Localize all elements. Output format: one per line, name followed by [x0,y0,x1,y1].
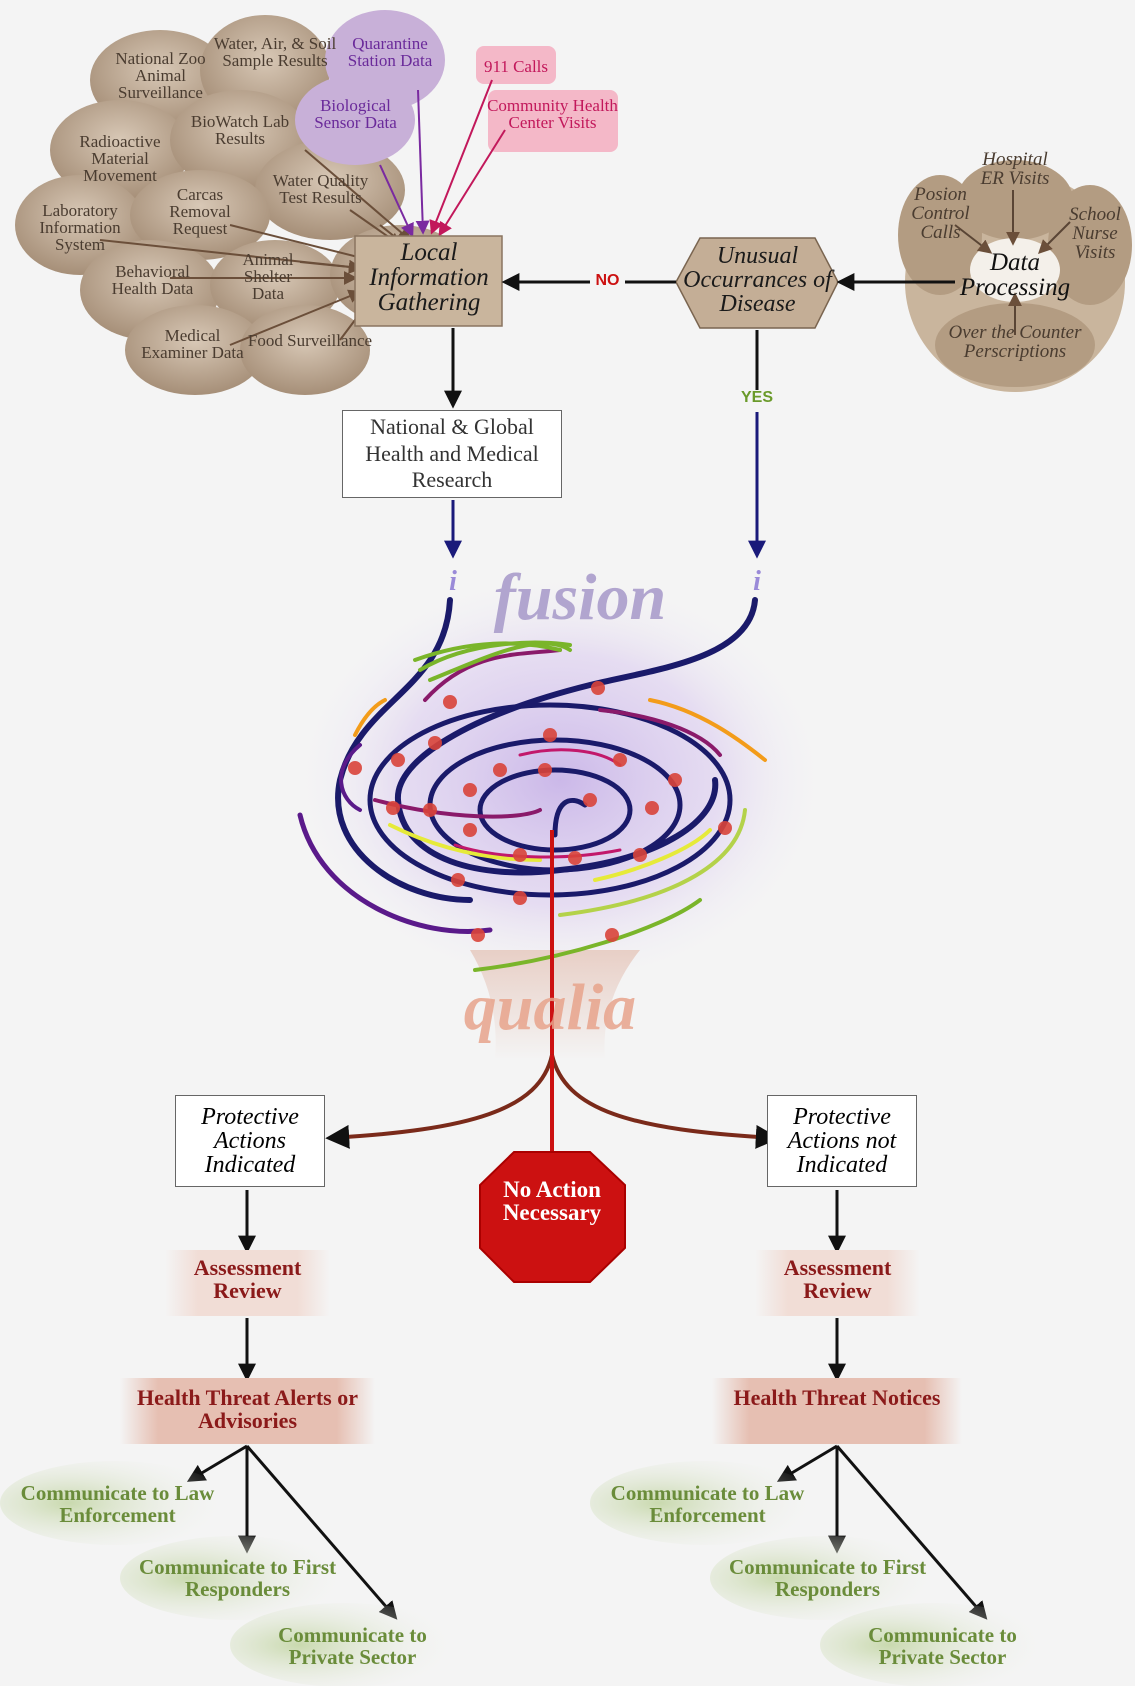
dp-hospital-label: Hospital ER Visits [980,149,1050,189]
dp-otc-label: Over the Counter Perscriptions [948,322,1082,362]
left-comm-arrows [186,1444,398,1620]
dp-center-label: Data Processing [959,249,1071,301]
right-comm1-label: Communicate to Law Enforcement [610,1481,805,1528]
source-911: 911 Calls [483,57,549,76]
left-threat-label: Health Threat Alerts or Advisories [137,1385,358,1434]
source-water-quality: Water Quality Test Results [272,171,369,207]
source-zoo: National Zoo Animal Surveillance [115,49,206,102]
research-box: National & Global Health and Medical Res… [342,410,562,498]
fusion-label: fusion [493,561,667,634]
source-cluster [15,10,618,395]
left-assessment-label: Assessment Review [193,1255,302,1304]
yes-label: YES [740,389,773,406]
source-lab-info: Laboratory Information System [39,201,121,254]
right-threat-label: Health Threat Notices [733,1385,941,1410]
left-threat-bg [120,1378,375,1444]
left-decision-label: Protective Actions Indicated [201,1104,299,1178]
qualia-stem [470,950,640,1060]
right-comm-arrows [776,1444,988,1620]
dp-school-label: School Nurse Visits [1069,204,1121,263]
source-biological: Biological Sensor Data [314,96,397,132]
source-water-air: Water, Air, & Soil Sample Results [213,34,337,70]
source-medical-examiner: Medical Examiner Data [141,326,244,362]
dp-arrows [954,190,1071,335]
right-comm2-bg [710,1536,940,1620]
local-gathering-label: Local Information Gathering [369,239,489,316]
source-arrows [99,149,413,346]
source-radioactive: Radioactive Material Movement [79,132,161,185]
right-comm1-bg [590,1461,820,1545]
research-info-mark: i [449,566,457,597]
source-biowatch: BioWatch Lab Results [190,112,290,148]
left-comm3-bg [230,1603,460,1686]
dp-poison-label: Posion Control Calls [911,184,970,243]
source-behavioral: Behavioral Health Data [111,262,194,298]
source-food: Food Surveillance [247,331,373,350]
source-community: Community Health Center Visits [487,96,618,132]
left-comm2-label: Communicate to First Responders [138,1555,337,1602]
output-split [325,830,780,1176]
local-gathering-box [354,235,503,327]
source-animal-shelter: Animal Shelter Data [242,250,294,303]
qualia-label: qualia [463,971,637,1044]
left-comm1-label: Communicate to Law Enforcement [20,1481,215,1528]
stop-sign [479,1151,626,1283]
right-assessment-bg [755,1250,920,1316]
data-processing-clover [898,160,1132,392]
source-quarantine: Quarantine Station Data [347,34,433,70]
right-comm3-bg [820,1603,1050,1686]
left-decision-box: Protective Actions Indicated [175,1095,325,1187]
right-decision-label: Protective Actions not Indicated [787,1104,897,1178]
right-assessment-label: Assessment Review [783,1255,892,1304]
fusion-glow [290,570,830,990]
fusion-nodes [348,681,732,942]
left-comm2-bg [120,1536,350,1620]
left-assessment-bg [165,1250,330,1316]
source-carcas: Carcas Removal Request [169,185,231,238]
unusual-label: Unusual Occurrances of Disease [683,243,832,317]
left-comm1-bg [0,1461,230,1545]
right-threat-bg [712,1378,962,1444]
right-comm3-label: Communicate to Private Sector [868,1623,1017,1670]
no-label: NO [590,273,625,289]
highlight-arrows [379,79,506,238]
right-comm2-label: Communicate to First Responders [728,1555,927,1602]
research-label: National & Global Health and Medical Res… [365,414,539,493]
yes-info-mark: i [753,566,761,597]
stop-label: No Action Necessary [502,1177,602,1225]
left-comm3-label: Communicate to Private Sector [278,1623,427,1670]
right-decision-box: Protective Actions not Indicated [767,1095,917,1187]
